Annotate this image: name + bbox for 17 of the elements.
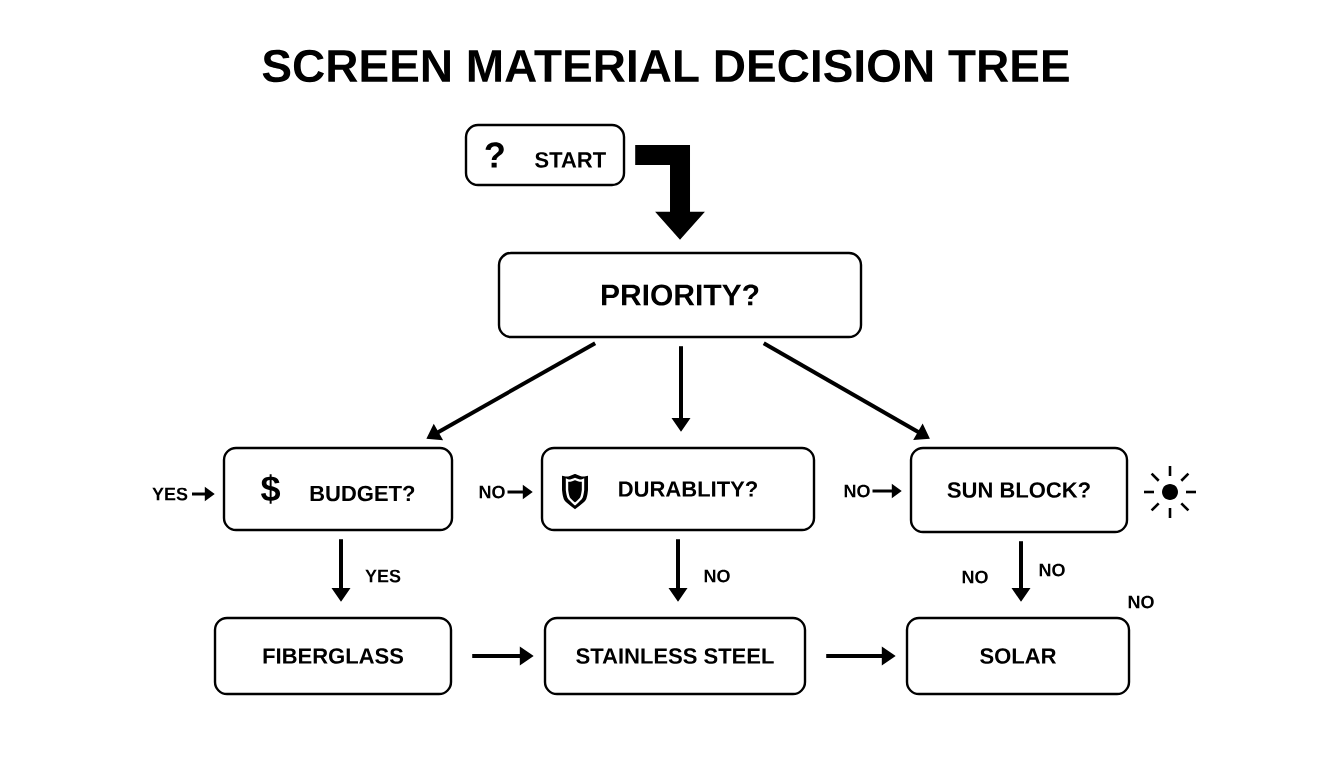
material-box: FIBERGLASS — [213, 616, 453, 696]
edge-label: NO — [841, 482, 873, 500]
title: SCREEN MATERIAL DECISION TREE — [262, 49, 1069, 83]
material-box: STAINLESS STEEL — [543, 616, 807, 696]
label: NO — [1128, 595, 1154, 609]
edge-label: NO — [1036, 561, 1068, 579]
decision-box: DURABLITY? — [540, 446, 816, 532]
edge-label: NO — [701, 567, 733, 585]
decision-box: PRIORITY? — [497, 251, 863, 339]
edge-label: NO — [476, 483, 508, 501]
start-box: ? START — [464, 123, 626, 187]
decision-box: $ BUDGET? — [222, 446, 454, 532]
material-box: SOLAR — [905, 616, 1131, 696]
label: NO — [962, 570, 988, 584]
edge-label: YES — [363, 567, 403, 585]
decision-box: SUN BLOCK? — [909, 446, 1129, 534]
edge-label: YES — [150, 485, 190, 503]
